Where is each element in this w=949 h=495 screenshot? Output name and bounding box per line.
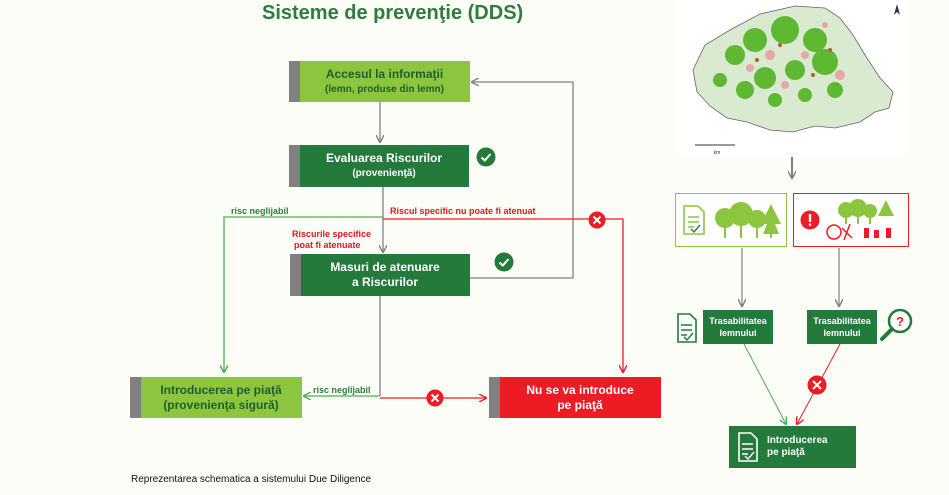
x-icon bbox=[426, 389, 444, 407]
exclamation-icon bbox=[800, 210, 820, 230]
document-icon bbox=[677, 313, 697, 343]
box-subtitle: pe piaţă bbox=[767, 447, 805, 458]
box-title: Masuri de atenuare bbox=[330, 260, 440, 274]
box-subtitle: (provenienţa sigură) bbox=[163, 397, 279, 412]
check-icon bbox=[476, 147, 496, 167]
risk-not-mitigated-label: Riscul specific nu poate fi atenuat bbox=[390, 206, 536, 216]
box-title: Evaluarea Riscurilor bbox=[325, 151, 443, 165]
box-marker bbox=[130, 377, 141, 418]
check-icon bbox=[494, 252, 514, 272]
page-title: Sisteme de prevenţie (DDS) bbox=[262, 2, 524, 24]
risk-negligible-label-bottom: risc neglijabil bbox=[313, 385, 371, 395]
risk-evaluation-box: Evaluarea Riscurilor (provenienţă) bbox=[289, 145, 469, 187]
no-market-box: Nu se va introduce pe piaţă bbox=[489, 377, 661, 418]
box-marker bbox=[290, 254, 301, 296]
box-title: Trasabilitatea bbox=[709, 316, 767, 326]
box-title: Accesul la informaţii bbox=[325, 66, 444, 81]
market-placement-box: Introducerea pe piaţă (provenienţa sigur… bbox=[130, 377, 302, 418]
box-title: Nu se va introduce bbox=[526, 382, 634, 397]
box-subtitle: pe piaţă bbox=[557, 397, 603, 412]
forest-map: km bbox=[675, 0, 907, 157]
risk-mitigation-box: Masuri de atenuare a Riscurilor bbox=[290, 254, 470, 296]
box-subtitle: (lemn, produse din lemn) bbox=[325, 83, 444, 95]
compass-icon bbox=[894, 4, 900, 15]
caption: Reprezentarea schematica a sistemului Du… bbox=[131, 474, 372, 485]
box-subtitle: lemnului bbox=[823, 328, 861, 338]
document-icon bbox=[683, 205, 705, 235]
romania-map-image: km bbox=[692, 5, 894, 156]
box-marker bbox=[489, 377, 500, 418]
box-marker bbox=[289, 61, 300, 102]
svg-text:?: ? bbox=[896, 314, 904, 329]
box-title: Introducerea pe piaţă bbox=[160, 382, 282, 397]
box-subtitle: lemnului bbox=[719, 328, 757, 338]
specific-risks-label-1: Riscurile specifice bbox=[292, 229, 372, 239]
x-icon bbox=[807, 375, 827, 395]
box-marker bbox=[289, 145, 300, 187]
traceability-box-right: Trasabilitatea lemnului bbox=[807, 310, 877, 344]
specific-risks-label-2: poat fi atenuate bbox=[294, 240, 361, 250]
box-title: Trasabilitatea bbox=[813, 316, 871, 326]
box-subtitle: (provenienţă) bbox=[352, 168, 416, 179]
trees-icon bbox=[826, 199, 894, 241]
x-icon bbox=[588, 211, 606, 229]
box-subtitle: a Riscurilor bbox=[351, 275, 419, 289]
access-info-box: Accesul la informaţii (lemn, produse din… bbox=[289, 61, 470, 102]
trees-icon bbox=[715, 202, 781, 238]
svg-text:km: km bbox=[714, 150, 721, 156]
traceability-box-left: Trasabilitatea lemnului bbox=[703, 310, 773, 344]
high-risk-panel bbox=[793, 193, 909, 247]
document-icon bbox=[738, 432, 758, 462]
magnifier-question-icon: ? bbox=[880, 308, 913, 341]
risk-negligible-label-top: risc neglijabil bbox=[231, 206, 289, 216]
box-title: Introducerea bbox=[767, 435, 828, 446]
low-risk-panel bbox=[675, 193, 787, 247]
